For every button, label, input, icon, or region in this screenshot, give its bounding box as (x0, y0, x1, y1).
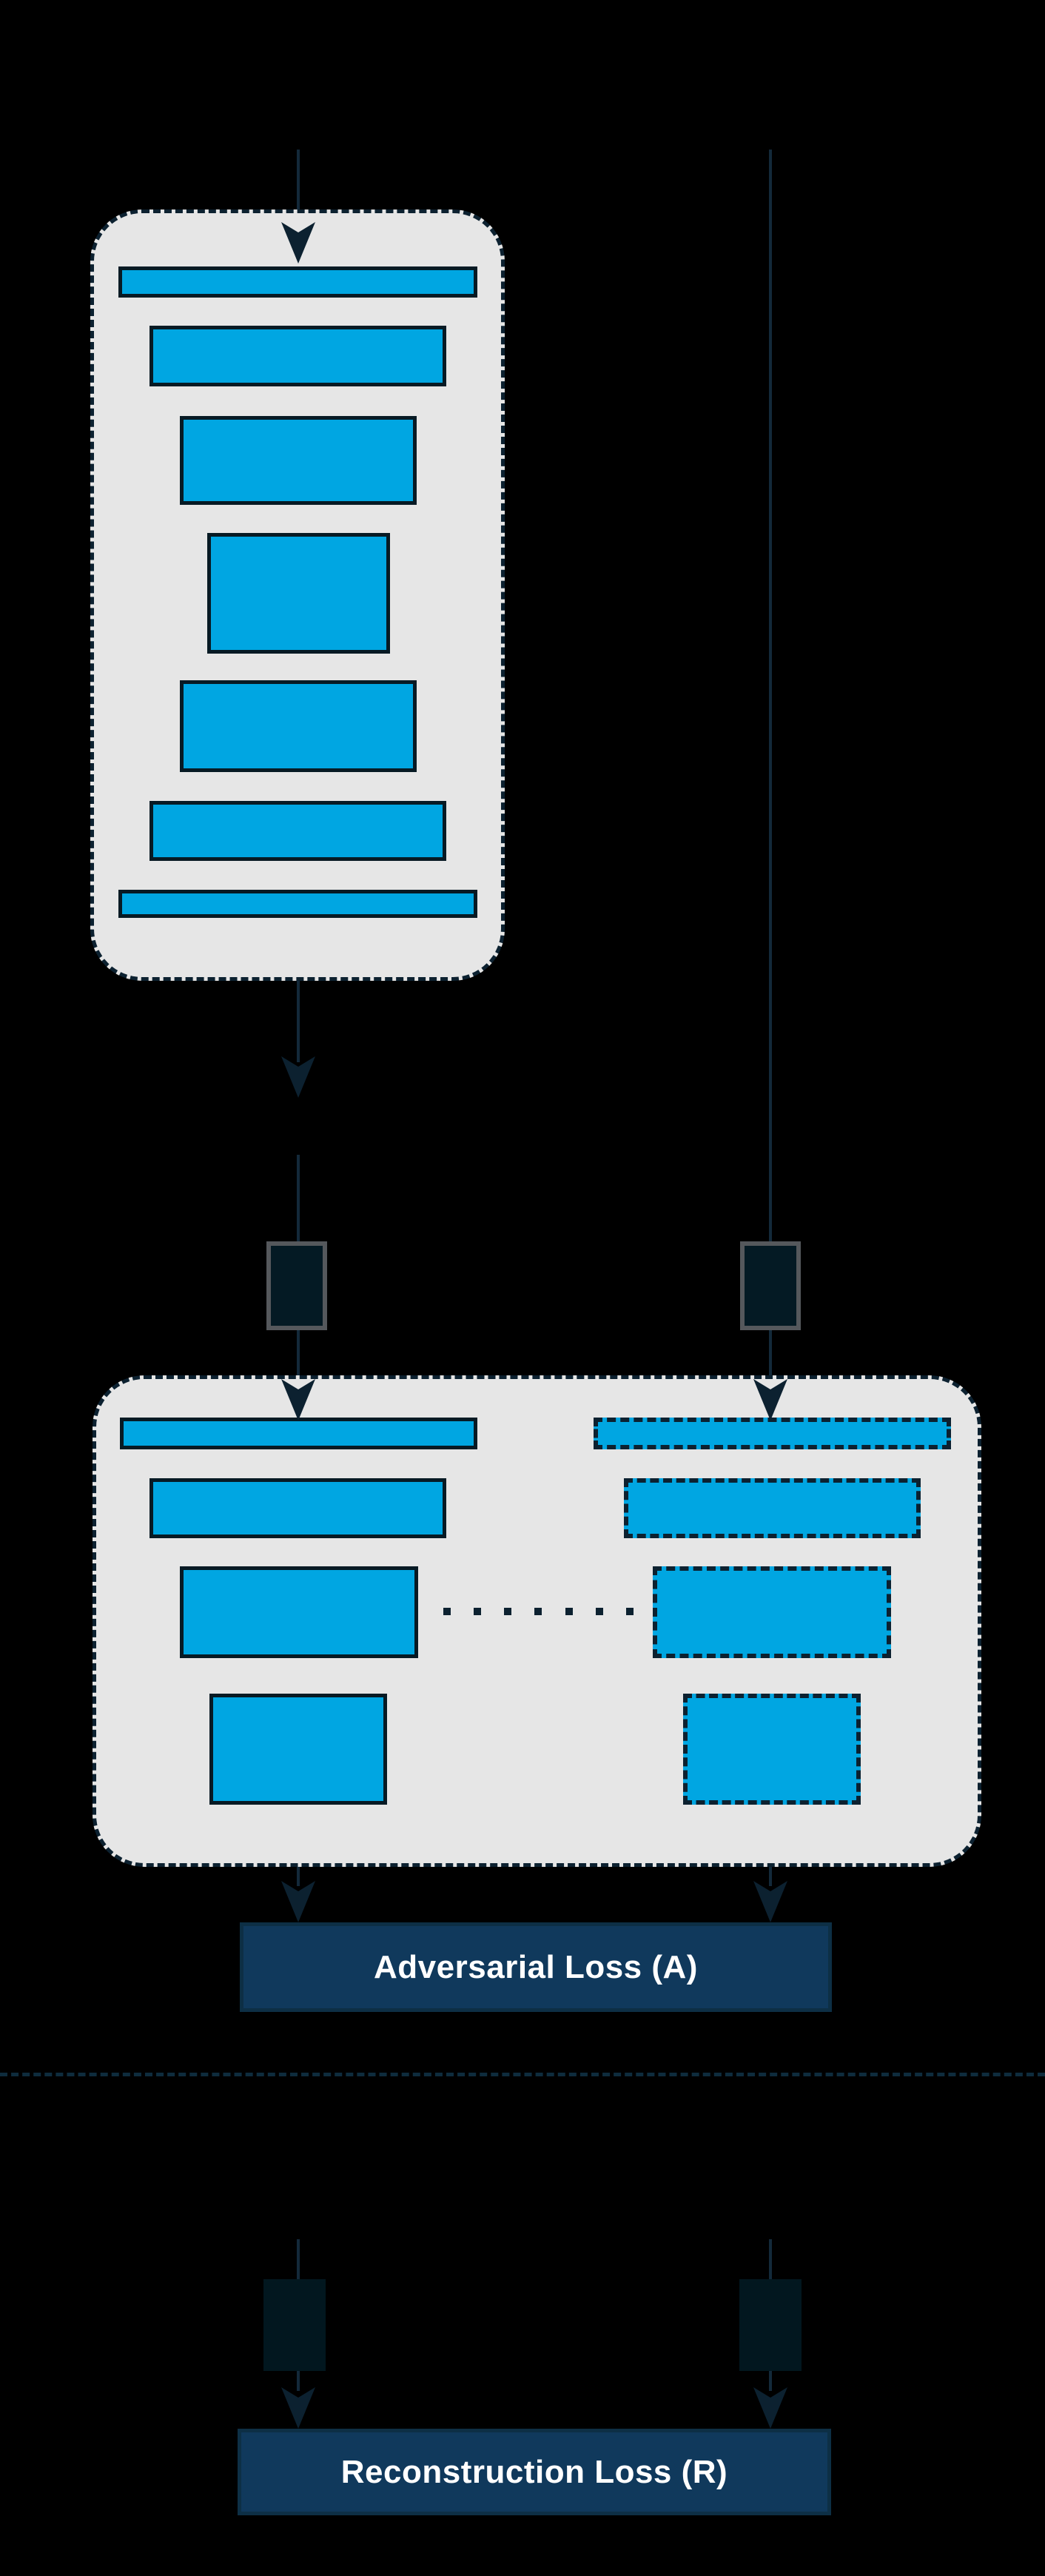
left-stack-layer-bar (120, 1418, 477, 1449)
dots-ellipsis (443, 1608, 634, 1615)
layer-bar (180, 416, 417, 505)
right-stack-layer-bar (624, 1478, 921, 1538)
reconstruction-loss-label: Reconstruction Loss (R) (340, 2453, 728, 2490)
arrow-down-icon (281, 1379, 315, 1421)
mid-right-block (740, 1241, 801, 1330)
flow-line-top-left (297, 150, 300, 231)
arrow-down-icon (753, 1881, 787, 1922)
bottom-left-block (263, 2279, 326, 2371)
layer-bar (149, 801, 446, 861)
flow-line-generator-output (297, 918, 300, 1062)
dot (565, 1608, 573, 1615)
dot (474, 1608, 482, 1615)
adversarial-loss-label: Adversarial Loss (A) (374, 1948, 698, 1985)
layer-bar (118, 890, 477, 918)
mid-left-block (266, 1241, 327, 1330)
left-stack-layer-bar (180, 1566, 418, 1658)
flow-line-right (769, 150, 772, 1388)
right-stack-layer-bar (683, 1694, 861, 1805)
arrow-down-icon (753, 2387, 787, 2429)
layer-bar-bottleneck (207, 533, 390, 654)
arrow-down-icon (281, 1881, 315, 1922)
layer-bar (180, 680, 417, 772)
dot (534, 1608, 542, 1615)
layer-bar (118, 266, 477, 298)
arrow-down-icon (281, 222, 315, 264)
arrow-down-icon (281, 2387, 315, 2429)
bottom-right-block (739, 2279, 802, 2371)
dot (443, 1608, 451, 1615)
right-stack-layer-bar (594, 1418, 951, 1449)
reconstruction-loss-box: Reconstruction Loss (R) (238, 2429, 831, 2515)
left-stack-layer-bar (149, 1478, 446, 1538)
arrow-down-icon (753, 1379, 787, 1421)
divider-dashed-line (0, 2073, 1045, 2076)
dot (504, 1608, 512, 1615)
right-stack-layer-bar (653, 1566, 891, 1658)
arrow-down-icon (281, 1056, 315, 1098)
dot (625, 1608, 634, 1615)
left-stack-layer-bar (209, 1694, 387, 1805)
adversarial-loss-box: Adversarial Loss (A) (240, 1922, 832, 2012)
dot (595, 1608, 603, 1615)
layer-bar (149, 326, 446, 386)
